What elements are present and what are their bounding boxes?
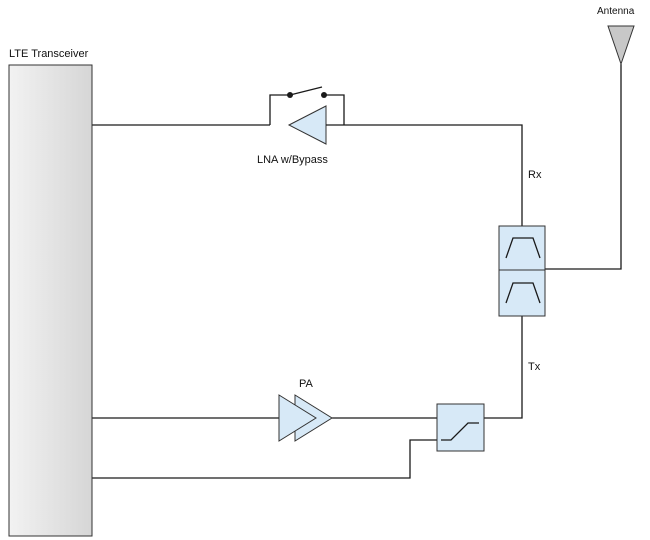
antenna-icon xyxy=(607,25,635,66)
double-triangle-amplifier-icon xyxy=(278,394,333,442)
coupler-box xyxy=(436,403,485,452)
transceiver-label: LTE Transceiver xyxy=(9,48,89,60)
rx-to-duplexer-wire xyxy=(344,124,523,226)
bandpass-filter-icon xyxy=(505,237,541,259)
duplexer-to-coupler-wire xyxy=(484,316,523,419)
antenna-label: Antenna xyxy=(597,6,635,17)
bandpass-filter-icon xyxy=(505,282,541,304)
antenna-feed-wire xyxy=(545,64,622,270)
pa-triangle-front xyxy=(278,394,317,442)
power-detector-icon xyxy=(441,422,479,441)
duplexer: Rx Tx xyxy=(498,169,546,373)
rx-label: Rx xyxy=(528,169,542,181)
power-amplifier: PA xyxy=(278,378,333,442)
switch-lever xyxy=(289,86,323,96)
coupler xyxy=(436,403,485,452)
lna-label: LNA w/Bypass xyxy=(257,154,328,166)
transceiver-block xyxy=(8,64,93,537)
pa-label: PA xyxy=(299,378,314,390)
tx-label: Tx xyxy=(528,361,541,373)
switch-icon xyxy=(287,86,327,98)
lna-with-bypass: LNA w/Bypass xyxy=(257,86,344,166)
amplifier-triangle-icon xyxy=(287,105,327,145)
rx-filter-box xyxy=(498,225,546,271)
detector-feedback-wire xyxy=(92,439,437,479)
lte-transceiver: LTE Transceiver xyxy=(8,48,93,537)
antenna: Antenna xyxy=(597,6,635,66)
tx-filter xyxy=(498,269,546,317)
switch-contact-right xyxy=(321,92,327,98)
tx-filter-box xyxy=(498,269,546,317)
wires xyxy=(92,64,622,479)
lna-bypass-loop xyxy=(269,94,345,125)
rx-filter xyxy=(498,225,546,271)
